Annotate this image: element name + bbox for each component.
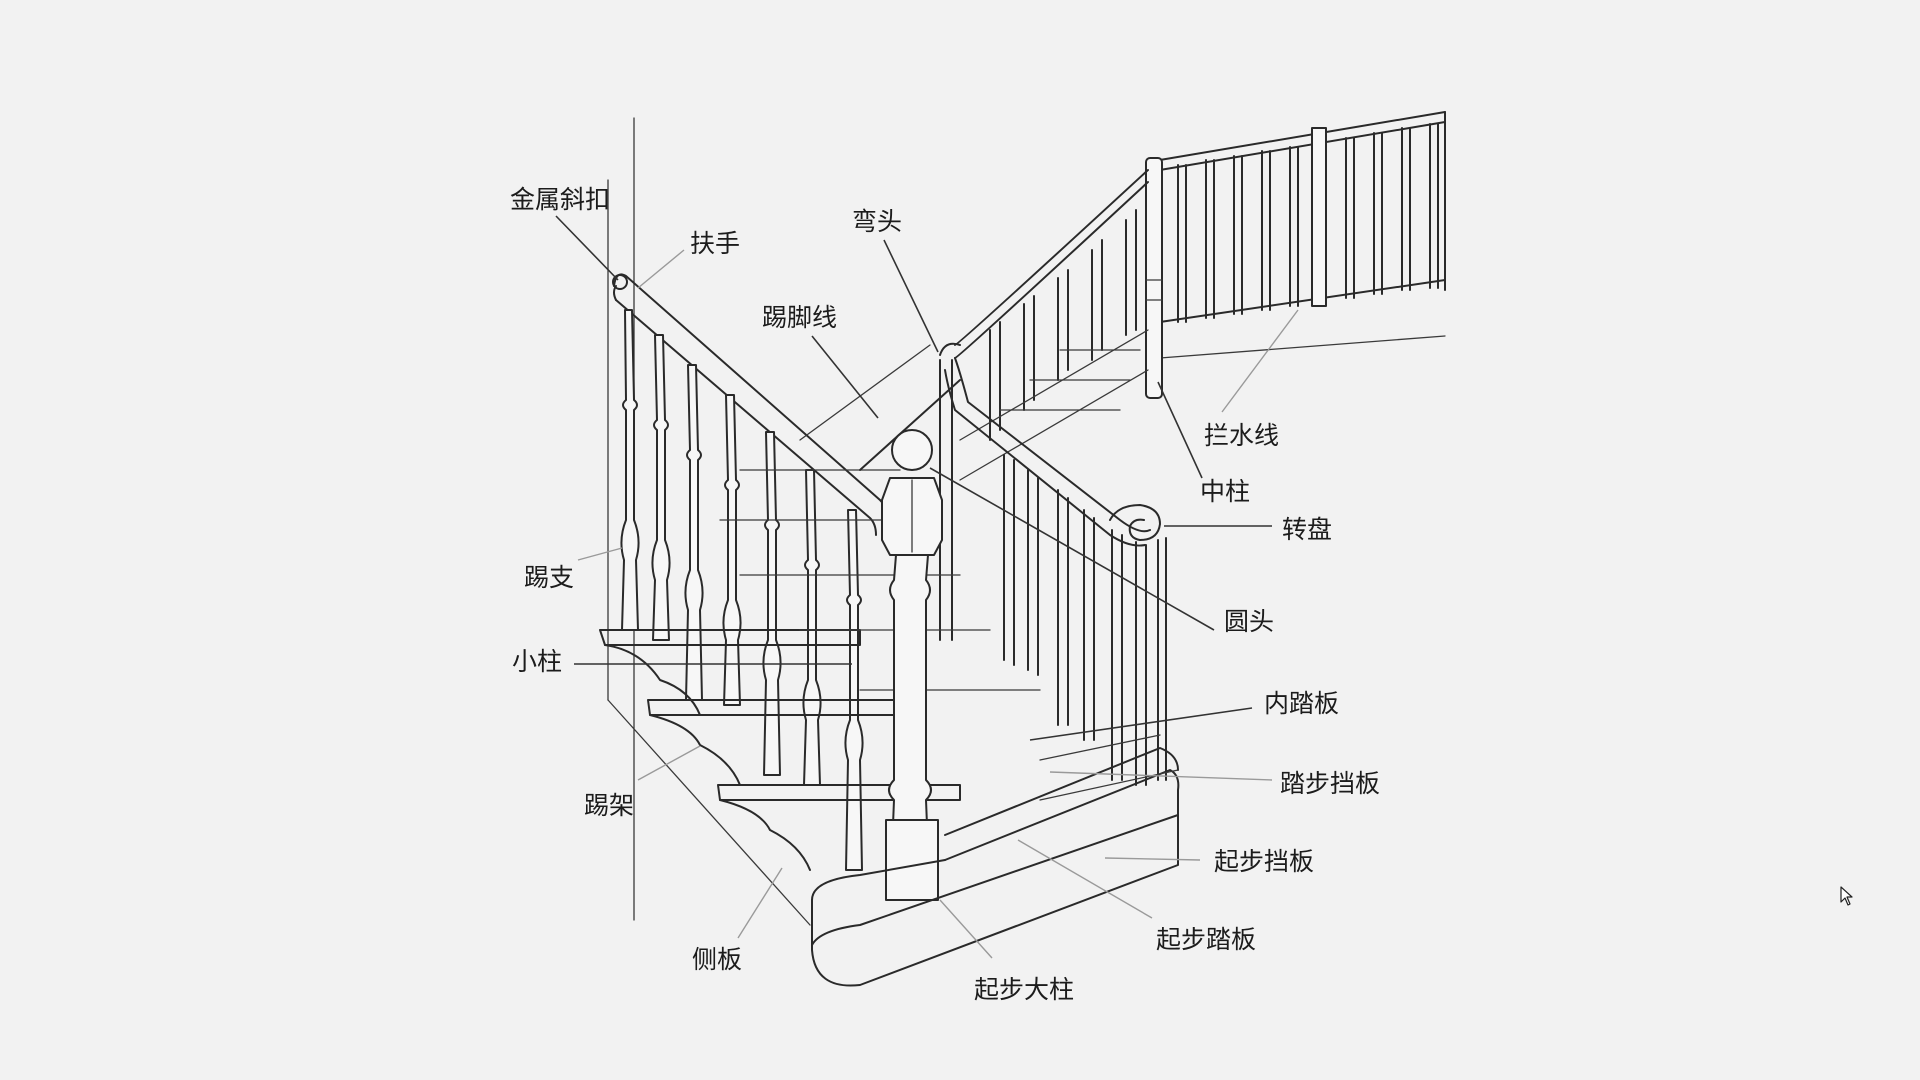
middle-post xyxy=(1145,157,1163,399)
upper-balusters xyxy=(1177,123,1439,323)
labels: 金属斜扣 扶手 弯头 踢脚线 拦水线 中柱 转盘 踢支 圆头 小柱 内踏板 踏步… xyxy=(510,185,1380,1004)
leader-lines xyxy=(555,215,1299,959)
upper-flight xyxy=(939,169,1149,641)
label-bracket-support: 踢支 xyxy=(524,563,574,592)
label-gooseneck: 弯头 xyxy=(852,207,902,236)
label-baluster: 小柱 xyxy=(512,647,562,676)
mouse-pointer-icon xyxy=(1840,886,1853,906)
label-water-barrier: 拦水线 xyxy=(1204,421,1279,450)
label-turnout: 转盘 xyxy=(1282,515,1332,544)
label-riser: 踏步挡板 xyxy=(1280,769,1380,798)
upper-landing xyxy=(1147,111,1446,359)
label-starting-tread: 起步踏板 xyxy=(1156,925,1256,954)
label-skirting: 踢脚线 xyxy=(762,303,837,332)
label-middle-post: 中柱 xyxy=(1200,477,1250,506)
newel-post xyxy=(881,429,943,901)
label-starting-riser: 起步挡板 xyxy=(1214,847,1314,876)
label-handrail: 扶手 xyxy=(690,229,740,258)
left-balusters xyxy=(620,309,864,871)
label-side-panel: 侧板 xyxy=(692,945,742,974)
skirting xyxy=(799,344,961,471)
label-stringer-bracket: 踢架 xyxy=(584,791,634,820)
label-round-cap: 圆头 xyxy=(1224,607,1274,636)
label-inner-tread: 内踏板 xyxy=(1264,689,1339,718)
main-handrail xyxy=(612,273,890,536)
label-starting-newel: 起步大柱 xyxy=(974,975,1074,1004)
label-metal-bracket: 金属斜扣 xyxy=(510,185,610,214)
starting-steps xyxy=(811,734,1180,987)
gooseneck xyxy=(939,342,1151,547)
turnout-volute xyxy=(1109,504,1161,541)
